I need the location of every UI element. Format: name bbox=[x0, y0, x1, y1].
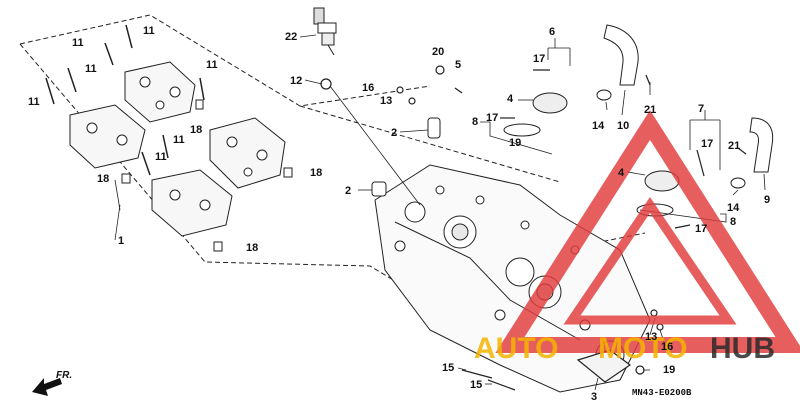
callout-9: 9 bbox=[764, 194, 770, 206]
callout-5: 5 bbox=[455, 59, 461, 71]
callout-11: 11 bbox=[206, 59, 218, 71]
callout-15: 15 bbox=[470, 379, 482, 391]
o-rings-14 bbox=[596, 89, 746, 189]
callout-18: 18 bbox=[97, 173, 109, 185]
callout-21: 21 bbox=[728, 140, 740, 152]
watermark-text-part3: HUB bbox=[710, 332, 775, 365]
callout-13: 13 bbox=[645, 331, 657, 343]
diagram-code: MN43-E0200B bbox=[632, 388, 692, 398]
callout-18: 18 bbox=[190, 124, 202, 136]
callout-3: 3 bbox=[591, 391, 597, 403]
rocker-holder-upper bbox=[124, 61, 196, 123]
callout-2: 2 bbox=[345, 185, 351, 197]
callout-18: 18 bbox=[246, 242, 258, 254]
callout-16: 16 bbox=[661, 341, 673, 353]
callout-18: 18 bbox=[310, 167, 322, 179]
callout-6: 6 bbox=[549, 26, 555, 38]
rocker-holder-lower bbox=[151, 169, 233, 237]
callout-8: 8 bbox=[472, 116, 478, 128]
callout-11: 11 bbox=[173, 134, 185, 146]
spark-plug-part bbox=[313, 7, 337, 56]
rocker-holder-right bbox=[209, 117, 286, 189]
callout-11: 11 bbox=[28, 96, 40, 108]
callout-2: 2 bbox=[391, 127, 397, 139]
rocker-holder-mid bbox=[69, 104, 146, 169]
dowel-pins-18 bbox=[121, 99, 293, 252]
callout-11: 11 bbox=[143, 25, 155, 37]
callout-14: 14 bbox=[592, 120, 605, 132]
joint-pipes bbox=[603, 24, 774, 173]
callout-4: 4 bbox=[618, 167, 625, 179]
callout-4: 4 bbox=[507, 93, 514, 105]
callout-11: 11 bbox=[72, 37, 84, 49]
callout-17: 17 bbox=[486, 112, 498, 124]
callout-19: 19 bbox=[663, 364, 675, 376]
leader-lines bbox=[114, 34, 766, 391]
callout-19: 19 bbox=[509, 137, 521, 149]
callout-8: 8 bbox=[730, 216, 736, 228]
watermark-text: AUTO MOTO HUB bbox=[474, 332, 775, 365]
callout-11: 11 bbox=[155, 151, 167, 163]
watermark-text-part1: AUTO bbox=[474, 332, 558, 365]
callout-16: 16 bbox=[362, 82, 374, 94]
callout-10: 10 bbox=[617, 120, 629, 132]
watermark-text-part2: MOTO bbox=[598, 332, 687, 365]
callout-1: 1 bbox=[118, 235, 124, 247]
callout-7: 7 bbox=[698, 103, 704, 115]
bolts-11 bbox=[45, 24, 205, 176]
callout-13: 13 bbox=[380, 95, 392, 107]
watermark-logo bbox=[495, 110, 800, 353]
callouts: 1 2 2 3 4 4 5 6 7 8 8 9 10 11 11 11 11 1… bbox=[28, 25, 770, 403]
callout-17: 17 bbox=[701, 138, 713, 150]
callout-17: 17 bbox=[695, 223, 707, 235]
callout-21: 21 bbox=[644, 104, 656, 116]
callout-17: 17 bbox=[533, 53, 545, 65]
front-arrow-icon bbox=[32, 378, 62, 396]
callout-22: 22 bbox=[285, 31, 297, 43]
callout-14: 14 bbox=[727, 202, 740, 214]
front-label: FR. bbox=[56, 370, 72, 381]
callout-12: 12 bbox=[290, 75, 302, 87]
callout-15: 15 bbox=[442, 362, 454, 374]
callout-11: 11 bbox=[85, 63, 97, 75]
callout-20: 20 bbox=[432, 46, 444, 58]
sleeves-2 bbox=[371, 117, 441, 197]
